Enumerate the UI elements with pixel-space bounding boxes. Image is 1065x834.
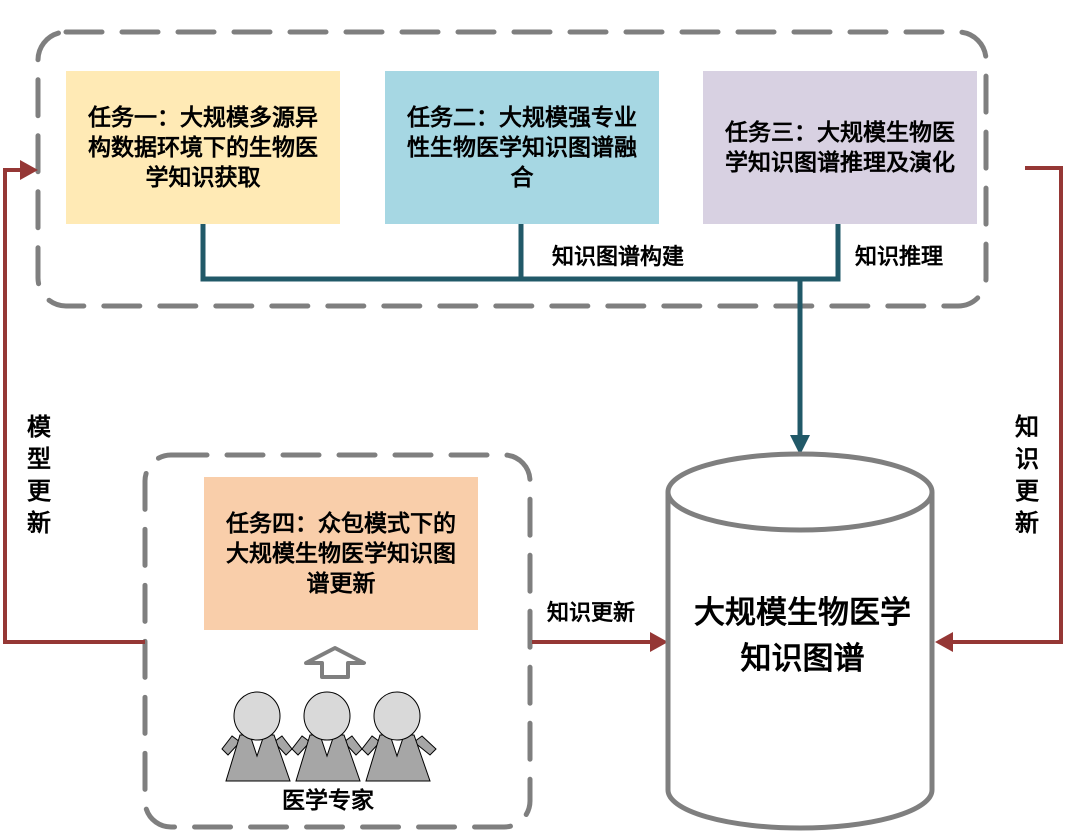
knowledge-graph-title: 大规模生物医学知识图谱 xyxy=(694,595,911,677)
medical-experts-label: 医学专家 xyxy=(282,788,374,814)
task-1-text: 任务一：大规模多源异构数据环境下的生物医学知识获取 xyxy=(88,104,318,191)
up-arrow-icon xyxy=(304,646,366,679)
knowledge-update-mid-label: 知识更新 xyxy=(547,601,636,626)
model-update-arrowhead xyxy=(20,160,38,180)
task-4-text: 任务四：众包模式下的大规模生物医学知识图谱更新 xyxy=(226,510,456,597)
task-2-box[interactable]: 任务二：大规模强专业性生物医学知识图谱融合 xyxy=(385,71,659,224)
model-update-connector xyxy=(3,168,145,644)
knowledge-update-right-arrowhead xyxy=(935,632,953,652)
person-icon xyxy=(221,691,293,782)
person-icon xyxy=(361,691,437,782)
kg-construction-connector xyxy=(200,222,841,438)
arrow-down-to-kg xyxy=(790,435,810,455)
task-3-text: 任务三：大规模生物医学知识图谱推理及演化 xyxy=(725,119,955,176)
database-cylinder-icon xyxy=(665,451,935,831)
kg-construction-label: 知识图谱构建 xyxy=(552,245,685,270)
knowledge-reasoning-label: 知识推理 xyxy=(855,245,944,270)
person-icon xyxy=(291,691,363,782)
knowledge-update-right-connector xyxy=(952,166,1063,644)
knowledge-update-right-label: 知识更新 xyxy=(1015,413,1039,537)
task-1-box[interactable]: 任务一：大规模多源异构数据环境下的生物医学知识获取 xyxy=(66,71,340,224)
top-task-group-border xyxy=(35,29,989,309)
task-2-text: 任务二：大规模强专业性生物医学知识图谱融合 xyxy=(407,104,637,191)
knowledge-update-mid-arrowhead xyxy=(650,632,668,652)
model-update-label: 模型更新 xyxy=(27,413,51,537)
task-4-box[interactable]: 任务四：众包模式下的大规模生物医学知识图谱更新 xyxy=(204,477,478,630)
medical-experts-icon xyxy=(221,691,437,782)
task-3-box[interactable]: 任务三：大规模生物医学知识图谱推理及演化 xyxy=(703,71,977,224)
